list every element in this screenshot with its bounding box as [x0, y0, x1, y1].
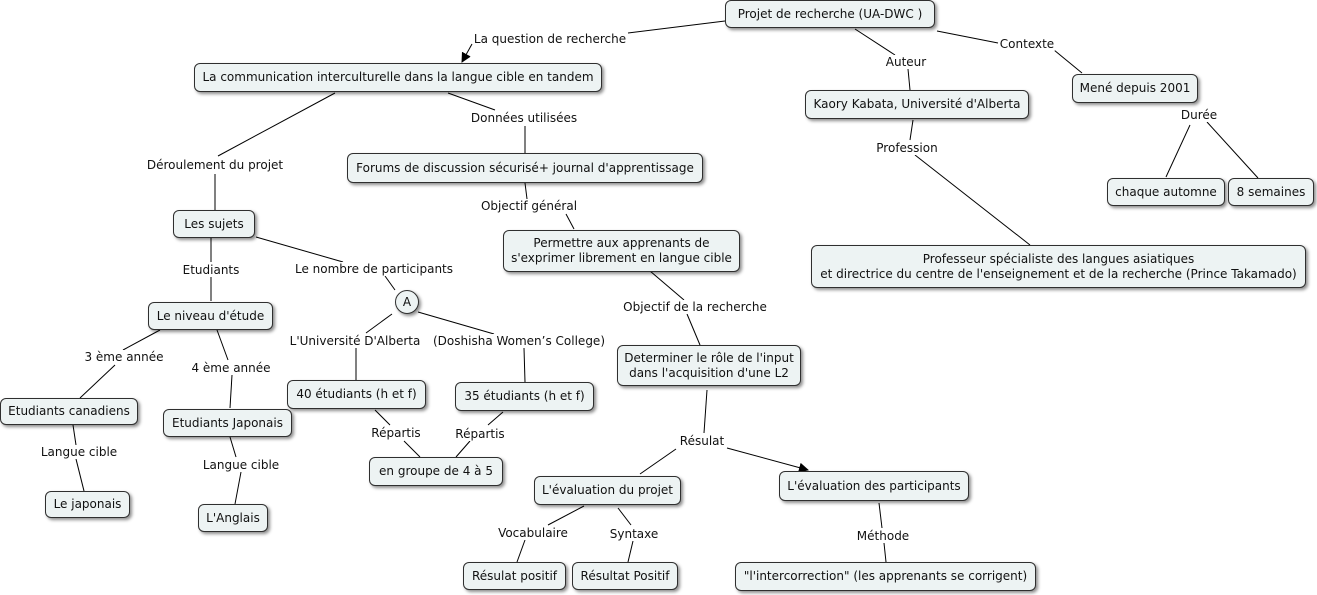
- link-label-donnees: Données utilisées: [469, 111, 579, 125]
- link-label-ualberta: L'Université D'Alberta: [288, 334, 422, 348]
- node-groupe[interactable]: en groupe de 4 à 5: [369, 457, 503, 486]
- node-determiner[interactable]: Determiner le rôle de l'input dans l'acq…: [617, 345, 801, 386]
- link-label-etudiants: Etudiants: [181, 263, 241, 277]
- link-label-3eme: 3 ème année: [83, 350, 165, 364]
- node-intercorrection[interactable]: "l'intercorrection" (les apprenants se c…: [735, 562, 1036, 591]
- link-label-4eme: 4 ème année: [190, 361, 272, 375]
- node-35-etudiants[interactable]: 35 étudiants (h et f): [455, 382, 594, 411]
- link-label-duree: Durée: [1179, 108, 1219, 122]
- link-label-objectif-general: Objectif général: [479, 199, 579, 213]
- link-label-langue-cible-1: Langue cible: [39, 445, 119, 459]
- link-label-question: La question de recherche: [472, 32, 628, 46]
- link-label-objectif-recherche: Objectif de la recherche: [622, 300, 768, 314]
- node-niveau[interactable]: Le niveau d'étude: [148, 302, 273, 330]
- node-projet[interactable]: Projet de recherche (UA-DWC ): [725, 0, 935, 28]
- link-label-doshisha: (Doshisha Women’s College): [432, 334, 606, 348]
- node-resulat-positif[interactable]: Résulat positif: [463, 562, 566, 590]
- link-label-methode: Méthode: [855, 529, 911, 543]
- link-label-vocabulaire: Vocabulaire: [497, 526, 569, 540]
- node-a[interactable]: A: [395, 290, 419, 314]
- node-evaluation-projet[interactable]: L'évaluation du projet: [534, 476, 681, 505]
- link-label-repartis-2: Répartis: [454, 427, 506, 441]
- node-forums[interactable]: Forums de discussion sécurisé+ journal d…: [347, 153, 703, 183]
- link-label-resulat: Résulat: [678, 434, 726, 448]
- link-label-profession: Profession: [875, 141, 939, 155]
- node-etudiants-canadiens[interactable]: Etudiants canadiens: [0, 398, 138, 425]
- node-40-etudiants[interactable]: 40 étudiants (h et f): [287, 380, 426, 409]
- node-kaory[interactable]: Kaory Kabata, Université d'Alberta: [805, 90, 1029, 119]
- node-anglais[interactable]: L'Anglais: [198, 504, 268, 532]
- link-label-deroulement: Déroulement du projet: [145, 158, 285, 172]
- node-mene-depuis[interactable]: Mené depuis 2001: [1072, 74, 1198, 103]
- node-evaluation-participants[interactable]: L'évaluation des participants: [779, 471, 969, 501]
- node-le-japonais[interactable]: Le japonais: [45, 491, 130, 518]
- node-sujets[interactable]: Les sujets: [173, 210, 255, 238]
- node-8-semaines[interactable]: 8 semaines: [1228, 178, 1314, 206]
- link-label-syntaxe: Syntaxe: [608, 527, 660, 541]
- node-question[interactable]: La communication interculturelle dans la…: [194, 63, 602, 92]
- node-etudiants-japonais[interactable]: Etudiants Japonais: [163, 409, 292, 437]
- link-label-contexte: Contexte: [998, 37, 1056, 51]
- node-resultat-positif[interactable]: Résultat Positif: [572, 562, 678, 590]
- node-permettre[interactable]: Permettre aux apprenants de s'exprimer l…: [503, 230, 740, 272]
- link-label-langue-cible-2: Langue cible: [201, 458, 281, 472]
- link-label-nombre: Le nombre de participants: [293, 262, 455, 276]
- node-chaque-automne[interactable]: chaque automne: [1107, 178, 1225, 206]
- link-label-auteur: Auteur: [884, 55, 928, 69]
- node-professeur[interactable]: Professeur spécialiste des langues asiat…: [811, 245, 1306, 288]
- link-label-repartis-1: Répartis: [370, 426, 422, 440]
